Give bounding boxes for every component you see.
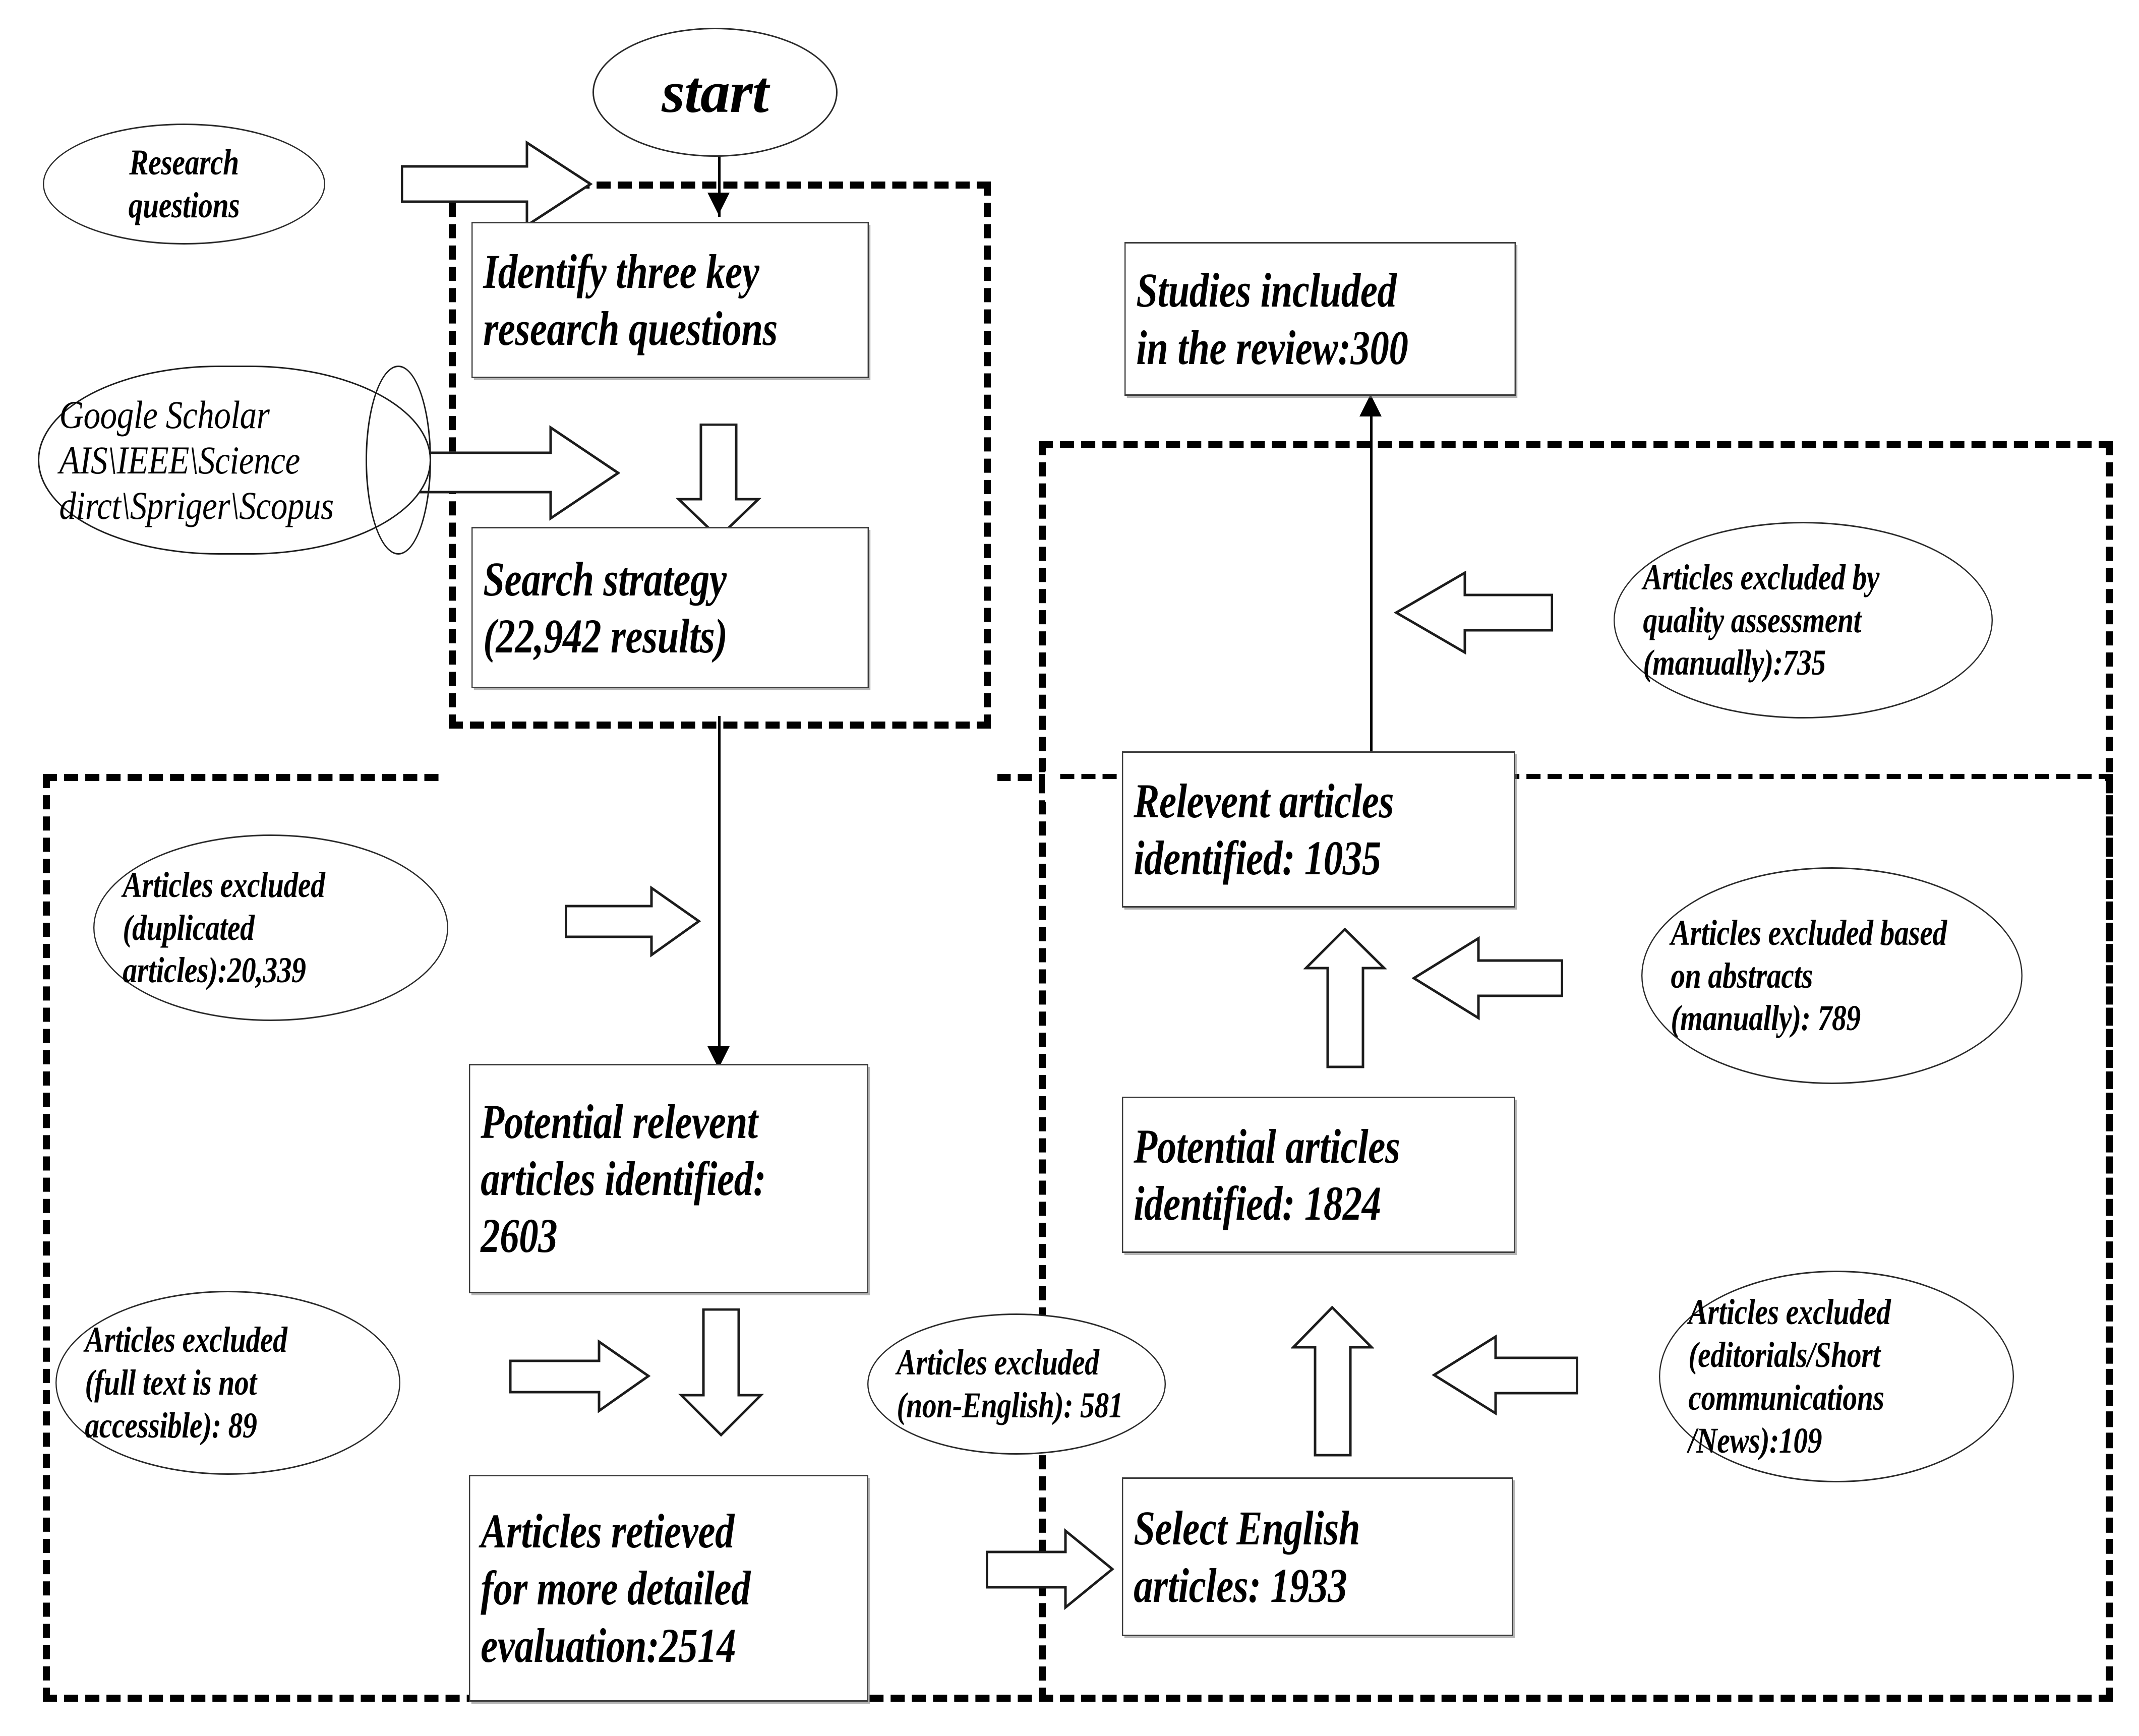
excluded-abstracts-line-3: (manually): 789 — [1671, 998, 1861, 1039]
node-excluded-editorials[interactable]: Articles excluded (editorials/Short comm… — [1659, 1271, 2014, 1482]
potential-articles-line-1: Potential articles — [1134, 1119, 1400, 1173]
studies-included-line-1: Studies included — [1136, 263, 1397, 318]
potential-articles-line-2: identified: 1824 — [1134, 1176, 1381, 1230]
databases-text: Google Scholar AIS\IEEE\Science dirct\Sp… — [39, 367, 375, 553]
excluded-abstracts-line-1: Articles excluded based — [1671, 912, 1947, 953]
block-arrow-potential-to-relevant — [1303, 928, 1387, 1069]
databases-line-2: AIS\IEEE\Science — [59, 438, 301, 482]
node-potential-articles[interactable]: Potential articles identified: 1824 — [1122, 1097, 1515, 1253]
node-start-label: start — [662, 59, 768, 125]
excluded-nonenglish-line-2: (non-English): 581 — [897, 1385, 1123, 1425]
excluded-fulltext-line-3: accessible): 89 — [85, 1405, 257, 1446]
studies-included-line-2: in the review:300 — [1136, 320, 1408, 375]
connector-relevant-to-studies — [1370, 398, 1373, 756]
identify-line-2: research questions — [483, 302, 778, 355]
node-databases-cylinder[interactable]: Google Scholar AIS\IEEE\Science dirct\Sp… — [38, 366, 431, 555]
articles-retrieved-line-2: for more detailed — [481, 1561, 751, 1615]
block-arrow-excluded-quality — [1394, 570, 1553, 655]
dashed-group-selection — [1039, 441, 2113, 1702]
excluded-nonenglish-line-1: Articles excluded — [897, 1342, 1099, 1383]
excluded-quality-line-3: (manually):735 — [1643, 642, 1826, 683]
articles-retrieved-line-3: evaluation:2514 — [481, 1618, 736, 1672]
identify-line-1: Identify three key — [483, 244, 759, 298]
relevant-articles-line-1: Relevent articles — [1134, 773, 1394, 828]
excluded-quality-line-2: quality assessment — [1643, 600, 1862, 640]
excluded-editorials-line-3: communications — [1688, 1378, 1884, 1418]
node-identify-research-questions[interactable]: Identify three key research questions — [471, 222, 869, 378]
search-strategy-line-2: (22,942 results) — [483, 609, 728, 663]
potential-relevant-line-2: articles identified: — [481, 1151, 766, 1206]
connector-search-to-potential-relevant — [718, 716, 721, 1069]
select-english-line-1: Select English — [1134, 1501, 1360, 1555]
search-strategy-line-1: Search strategy — [483, 552, 727, 606]
potential-relevant-line-3: 2603 — [481, 1209, 558, 1263]
block-arrow-databases — [419, 424, 620, 522]
block-arrow-retrieved-to-select-english — [986, 1528, 1114, 1611]
research-questions-line-1: Research — [129, 142, 239, 183]
excluded-quality-line-1: Articles excluded by — [1643, 557, 1880, 597]
block-arrow-identify-to-search — [676, 424, 761, 540]
dashed-join-mask-b — [1045, 771, 1055, 802]
block-arrow-excluded-editorials — [1432, 1334, 1578, 1417]
excluded-fulltext-line-1: Articles excluded — [85, 1320, 287, 1360]
excluded-duplicates-line-2: (duplicated — [123, 907, 255, 948]
node-potential-relevant-articles[interactable]: Potential relevent articles identified: … — [469, 1064, 868, 1293]
node-studies-included[interactable]: Studies included in the review:300 — [1124, 242, 1516, 396]
arrowhead-relevant-to-studies — [1359, 394, 1382, 416]
block-arrow-select-english-to-potential — [1291, 1306, 1374, 1457]
potential-relevant-line-1: Potential relevent — [481, 1094, 758, 1149]
relevant-articles-line-2: identified: 1035 — [1134, 831, 1381, 885]
excluded-editorials-line-2: (editorials/Short — [1688, 1335, 1880, 1375]
node-excluded-fulltext[interactable]: Articles excluded (full text is not acce… — [55, 1291, 400, 1475]
node-search-strategy[interactable]: Search strategy (22,942 results) — [471, 527, 869, 688]
block-arrow-potential-to-retrieved — [678, 1308, 764, 1437]
databases-line-3: dirct\Spriger\Scopus — [59, 483, 334, 527]
node-excluded-abstracts[interactable]: Articles excluded based on abstracts (ma… — [1641, 867, 2023, 1084]
cylinder-cap — [366, 366, 431, 555]
node-select-english-articles[interactable]: Select English articles: 1933 — [1122, 1477, 1513, 1636]
block-arrow-research-questions — [401, 139, 592, 229]
node-excluded-quality-assessment[interactable]: Articles excluded by quality assessment … — [1614, 522, 1993, 719]
block-arrow-excluded-abstracts — [1412, 935, 1563, 1021]
node-excluded-duplicates[interactable]: Articles excluded (duplicated articles):… — [93, 834, 448, 1021]
node-start[interactable]: start — [592, 28, 838, 157]
research-questions-line-2: questions — [128, 185, 240, 225]
excluded-fulltext-line-2: (full text is not — [85, 1362, 257, 1403]
excluded-editorials-line-4: /News):109 — [1688, 1420, 1822, 1461]
connector-start-to-identify — [718, 124, 721, 217]
node-excluded-nonenglish[interactable]: Articles excluded (non-English): 581 — [867, 1313, 1166, 1455]
excluded-duplicates-line-1: Articles excluded — [123, 864, 325, 905]
articles-retrieved-line-1: Articles retieved — [481, 1504, 735, 1559]
block-arrow-excluded-fulltext — [509, 1339, 650, 1414]
databases-line-1: Google Scholar — [59, 392, 270, 437]
excluded-abstracts-line-2: on abstracts — [1671, 955, 1813, 996]
arrowhead-start-to-identify — [707, 193, 730, 215]
block-arrow-excluded-duplicates — [565, 885, 701, 958]
node-relevant-articles[interactable]: Relevent articles identified: 1035 — [1122, 751, 1515, 908]
excluded-editorials-line-1: Articles excluded — [1688, 1292, 1891, 1333]
node-articles-retrieved[interactable]: Articles retieved for more detailed eval… — [469, 1475, 868, 1702]
excluded-duplicates-line-3: articles):20,339 — [123, 950, 306, 991]
select-english-line-2: articles: 1933 — [1134, 1558, 1347, 1612]
node-research-questions[interactable]: Research questions — [43, 124, 325, 245]
